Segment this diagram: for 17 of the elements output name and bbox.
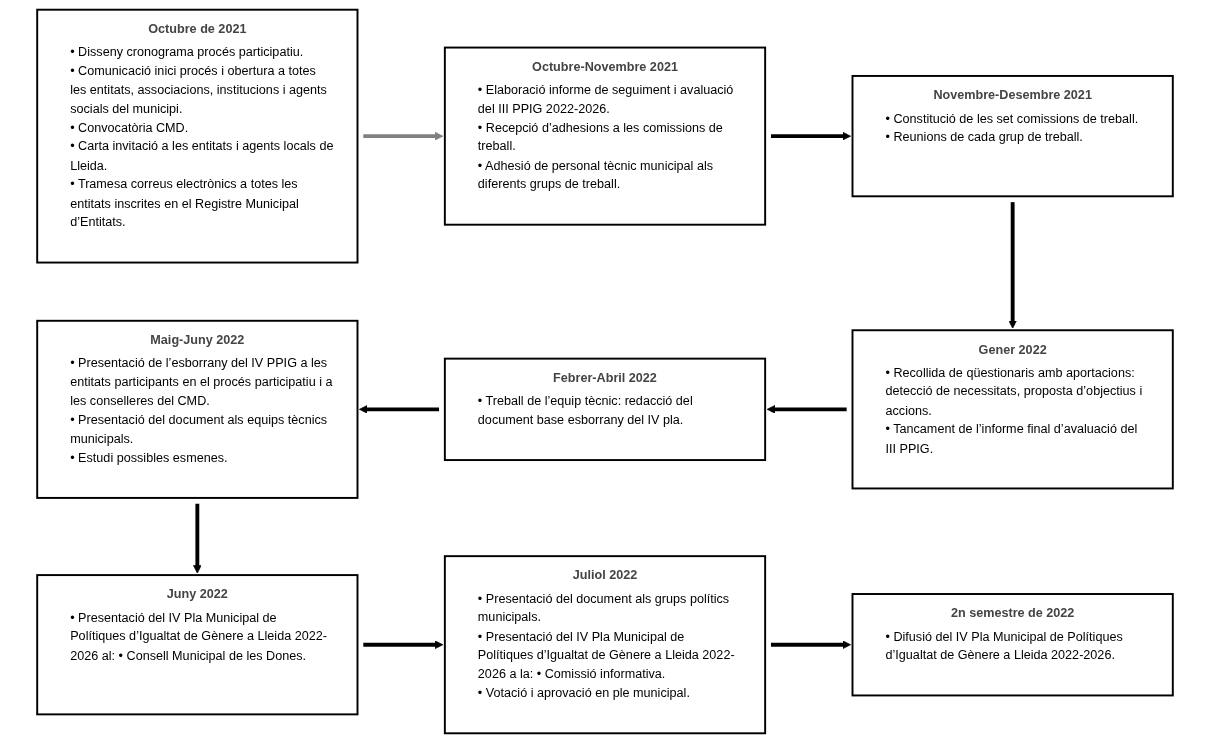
node-box: Gener 2022 • Recollida de qüestionaris amb aportacions: detecció de necessitats, proposta d’objectius i accions. • Tancament de l’informe final d’avaluació del III PPIG. xyxy=(851,329,1174,490)
node-box: Octubre de 2021 • Disseny cronograma procés participatiu. • Comunicació inici procés i obertura a totes les entitats, associacions, institucions i agents socials del municipi. • Convocatòria CMD. • Carta invitació a les entitats i agents locals de Lleida. • Tramesa correus electrònics a totes les entitats inscrites en el Registre Municipal d’Entitats. xyxy=(36,8,359,264)
node-box: Juny 2022 • Presentació del IV Pla Municipal de Polítiques d’Igualtat de Gènere a Lleida 2022-2026 al: • Consell Municipal de les Dones. xyxy=(36,574,359,716)
arrow xyxy=(363,131,444,141)
arrow xyxy=(766,405,847,414)
arrow xyxy=(193,503,202,574)
arrow xyxy=(770,640,851,649)
arrow xyxy=(770,131,851,141)
node-box: 2n semestre de 2022 • Difusió del IV Pla Municipal de Polítiques d’Igualtat de Gènere a Lleida 2022-2026. xyxy=(851,593,1174,697)
node-box: Juliol 2022 • Presentació del document als grups polítics municipals. • Presentació del IV Pla Municipal de Polítiques d’Igualtat de Gènere a Lleida 2022-2026 a la: • Comissió informativa. • Votació i aprovació en ple municipal. xyxy=(443,555,767,735)
arrow xyxy=(363,640,444,649)
node-box: Novembre-Desembre 2021 • Constitució de les set comissions de treball. • Reunions de cada grup de treball. xyxy=(851,75,1174,198)
node-box: Febrer-Abril 2022 • Treball de l’equip tècnic: redacció del document base esborrany del IV pla. xyxy=(443,357,767,462)
node-box: Maig-Juny 2022 • Presentació de l’esborrany del IV PPIG a les entitats participants en el procés participatiu i a les conselleres del CMD. • Presentació del document als equips tècnics municipals. • Estudi possibles esmenes. xyxy=(36,319,359,499)
arrow xyxy=(1008,202,1017,329)
arrow xyxy=(359,405,440,414)
node-box: Octubre-Novembre 2021 • Elaboració informe de seguiment i avaluació del III PPIG 2022-2026. • Recepció d’adhesions a les comissions de treball. • Adhesió de personal tècnic municipal als diferents grups de treball. xyxy=(443,46,767,226)
